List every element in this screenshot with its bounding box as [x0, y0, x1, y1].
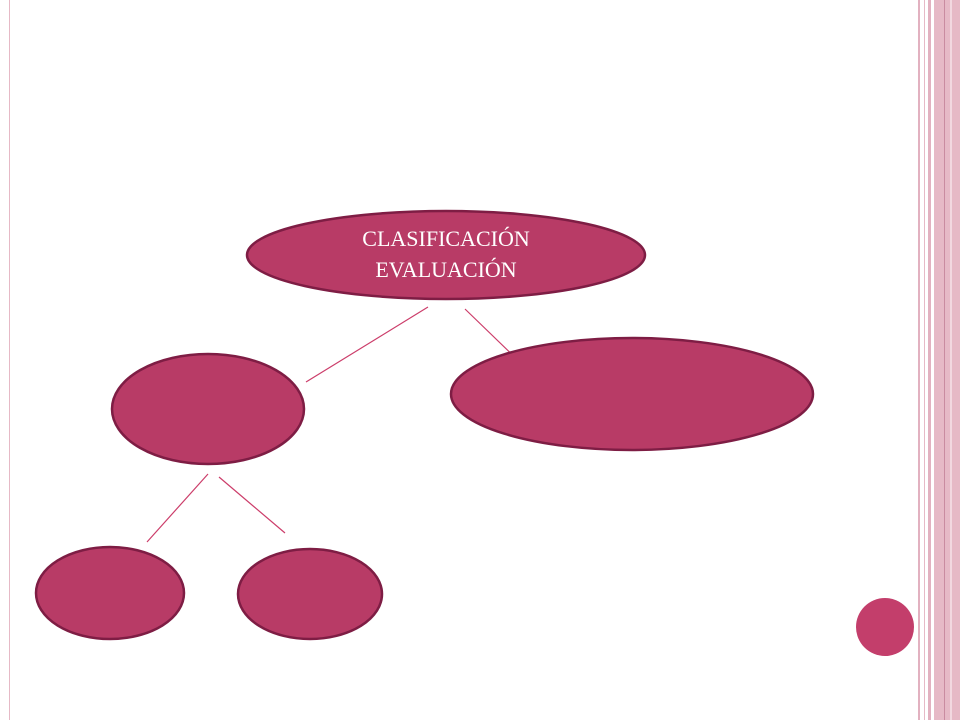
- root-node-label-line1: CLASIFICACIÓN: [362, 226, 530, 251]
- right-child-node: [449, 336, 815, 452]
- left-child-node: [110, 352, 306, 466]
- root-node: CLASIFICACIÓN EVALUACIÓN: [245, 209, 647, 301]
- connector-root-left: [305, 306, 429, 383]
- right-border-stripe-6: [950, 0, 952, 720]
- right-border-stripe-3: [928, 0, 931, 720]
- right-border-stripe-1: [918, 0, 920, 720]
- left-border-line: [9, 0, 10, 720]
- grandchild-node-2: [236, 547, 384, 641]
- right-border-stripe-5: [944, 0, 945, 720]
- root-node-label-line2: EVALUACIÓN: [375, 257, 516, 282]
- right-border-stripe-2: [924, 0, 925, 720]
- grandchild-node-1: [34, 545, 186, 641]
- connector-left-child1: [146, 473, 209, 543]
- decorative-circle: [856, 598, 914, 656]
- right-border-stripe-4: [934, 0, 960, 720]
- connector-left-child2: [218, 476, 286, 534]
